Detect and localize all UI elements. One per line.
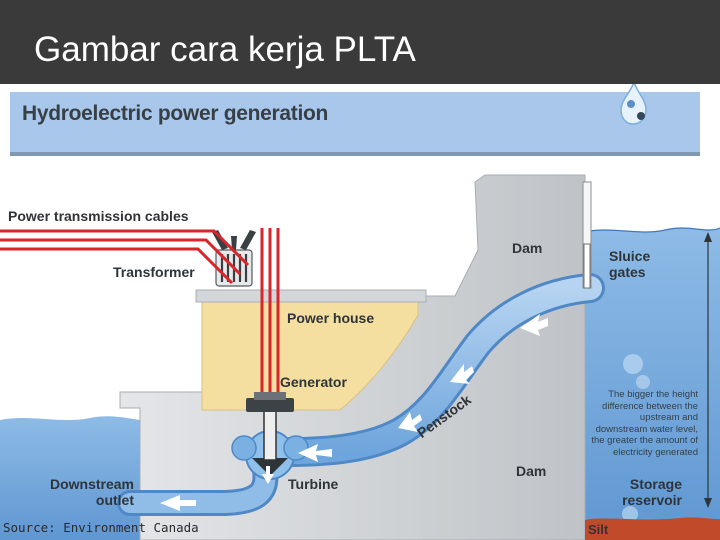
power-house (201, 299, 419, 411)
label-storage-reservoir: Storage reservoir (622, 476, 682, 508)
power-cables-highlight (0, 235, 210, 245)
hydro-diagram (0, 84, 720, 540)
label-power-house: Power house (287, 310, 375, 326)
bubble (623, 354, 643, 374)
label-transformer: Transformer (113, 264, 195, 280)
diagram-title: Hydroelectric power generation (22, 102, 329, 125)
flow-arrows (160, 314, 548, 511)
title-bar (0, 0, 720, 84)
downstream-water (0, 416, 140, 540)
label-downstream-outlet: Downstream outlet (49, 476, 134, 508)
generator-unit (246, 398, 294, 412)
reservoir-surface-wave (584, 227, 720, 233)
source-credit: Source: Environment Canada (3, 520, 199, 535)
penstock-inner (278, 276, 602, 464)
storage-reservoir (585, 228, 720, 540)
height-note: The bigger the height difference between… (591, 389, 698, 458)
label-dam-bottom: Dam (516, 463, 547, 479)
silt (585, 517, 720, 540)
power-cables (0, 228, 280, 398)
label-silt: Silt (588, 522, 609, 537)
sluice-gate (583, 243, 591, 289)
label-dam-top: Dam (512, 240, 543, 256)
diagram-banner (10, 92, 700, 156)
label-generator: Generator (280, 374, 347, 390)
slide-title: Gambar cara kerja PLTA (34, 30, 416, 69)
power-house-roof (195, 289, 427, 303)
label-cables: Power transmission cables (8, 208, 189, 224)
label-turbine: Turbine (288, 476, 339, 492)
label-sluice-gates: Sluice gates (609, 248, 651, 280)
